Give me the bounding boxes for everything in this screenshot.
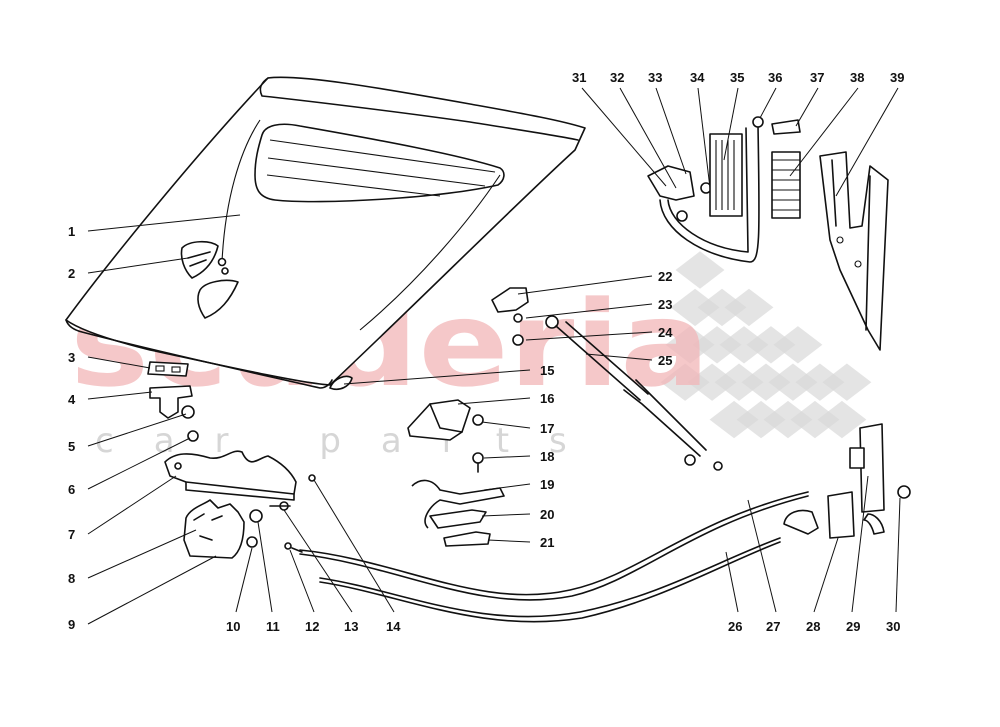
callout-34: 34 xyxy=(690,70,705,85)
callout-2: 2 xyxy=(68,266,75,281)
callout-36: 36 xyxy=(768,70,782,85)
callout-35: 35 xyxy=(730,70,744,85)
checker-tile xyxy=(790,400,840,439)
bonnet xyxy=(65,76,586,389)
callout-29: 29 xyxy=(846,619,860,634)
callout-10: 10 xyxy=(226,619,240,634)
callout-27: 27 xyxy=(766,619,780,634)
release-cables xyxy=(299,491,809,623)
callouts: 1 2 3 4 5 6 7 8 9 10 11 12 13 14 15 16 1… xyxy=(68,70,904,634)
callout-33: 33 xyxy=(648,70,662,85)
leader-lines xyxy=(87,87,901,625)
hood-latch xyxy=(183,499,303,559)
callout-38: 38 xyxy=(850,70,864,85)
callout-16: 16 xyxy=(540,391,554,406)
checker-tile xyxy=(795,363,845,401)
callout-1: 1 xyxy=(68,224,75,239)
callout-37: 37 xyxy=(810,70,824,85)
latch-striker-plate xyxy=(147,361,189,377)
checker-tile xyxy=(719,326,769,364)
callout-5: 5 xyxy=(68,439,75,454)
callout-26: 26 xyxy=(728,619,742,634)
latch-mount-bracket xyxy=(849,423,911,535)
checker-tile xyxy=(675,251,725,289)
hood-hinge xyxy=(407,399,484,441)
seal-and-bracket-assembly xyxy=(647,116,889,351)
checker-tile xyxy=(692,326,742,364)
checker-tile xyxy=(736,400,786,439)
callout-4: 4 xyxy=(68,392,76,407)
checker-tile xyxy=(746,326,796,364)
callout-7: 7 xyxy=(68,527,75,542)
checker-tile xyxy=(768,363,818,401)
callout-19: 19 xyxy=(540,477,554,492)
callout-18: 18 xyxy=(540,449,554,464)
checker-tile xyxy=(741,363,791,401)
callout-12: 12 xyxy=(305,619,319,634)
watermark-checkerboard xyxy=(660,251,872,439)
hinge-arm xyxy=(411,452,505,547)
callout-6: 6 xyxy=(68,482,75,497)
latch-bracket xyxy=(149,385,199,442)
checker-tile xyxy=(817,400,867,439)
callout-22: 22 xyxy=(658,269,672,284)
checker-tile xyxy=(670,288,720,327)
checker-tile xyxy=(687,363,737,401)
callout-30: 30 xyxy=(886,619,900,634)
callout-28: 28 xyxy=(806,619,820,634)
callout-31: 31 xyxy=(572,70,586,85)
callout-39: 39 xyxy=(890,70,904,85)
checker-tile xyxy=(714,363,764,401)
callout-9: 9 xyxy=(68,617,75,632)
callout-32: 32 xyxy=(610,70,624,85)
callout-11: 11 xyxy=(266,619,280,634)
checker-tile xyxy=(822,363,872,401)
callout-23: 23 xyxy=(658,297,672,312)
release-handle xyxy=(783,491,855,539)
callout-15: 15 xyxy=(540,363,554,378)
checker-tile xyxy=(773,326,823,364)
callout-14: 14 xyxy=(386,619,401,634)
checker-tile xyxy=(665,326,715,364)
checker-tile xyxy=(697,288,747,327)
callout-17: 17 xyxy=(540,421,554,436)
checker-tile xyxy=(709,400,759,439)
callout-25: 25 xyxy=(658,353,672,368)
callout-20: 20 xyxy=(540,507,554,522)
callout-21: 21 xyxy=(540,535,554,550)
emblem-badge xyxy=(180,240,229,279)
hood-lock-mounting xyxy=(164,450,316,501)
checker-tile xyxy=(660,363,710,401)
watermark-subtitle: car parts xyxy=(95,421,607,461)
callout-24: 24 xyxy=(658,325,673,340)
callout-3: 3 xyxy=(68,350,75,365)
checker-tile xyxy=(763,400,813,439)
checker-tile xyxy=(724,288,774,327)
callout-13: 13 xyxy=(344,619,358,634)
rubber-buffer xyxy=(329,375,353,391)
callout-8: 8 xyxy=(68,571,75,586)
